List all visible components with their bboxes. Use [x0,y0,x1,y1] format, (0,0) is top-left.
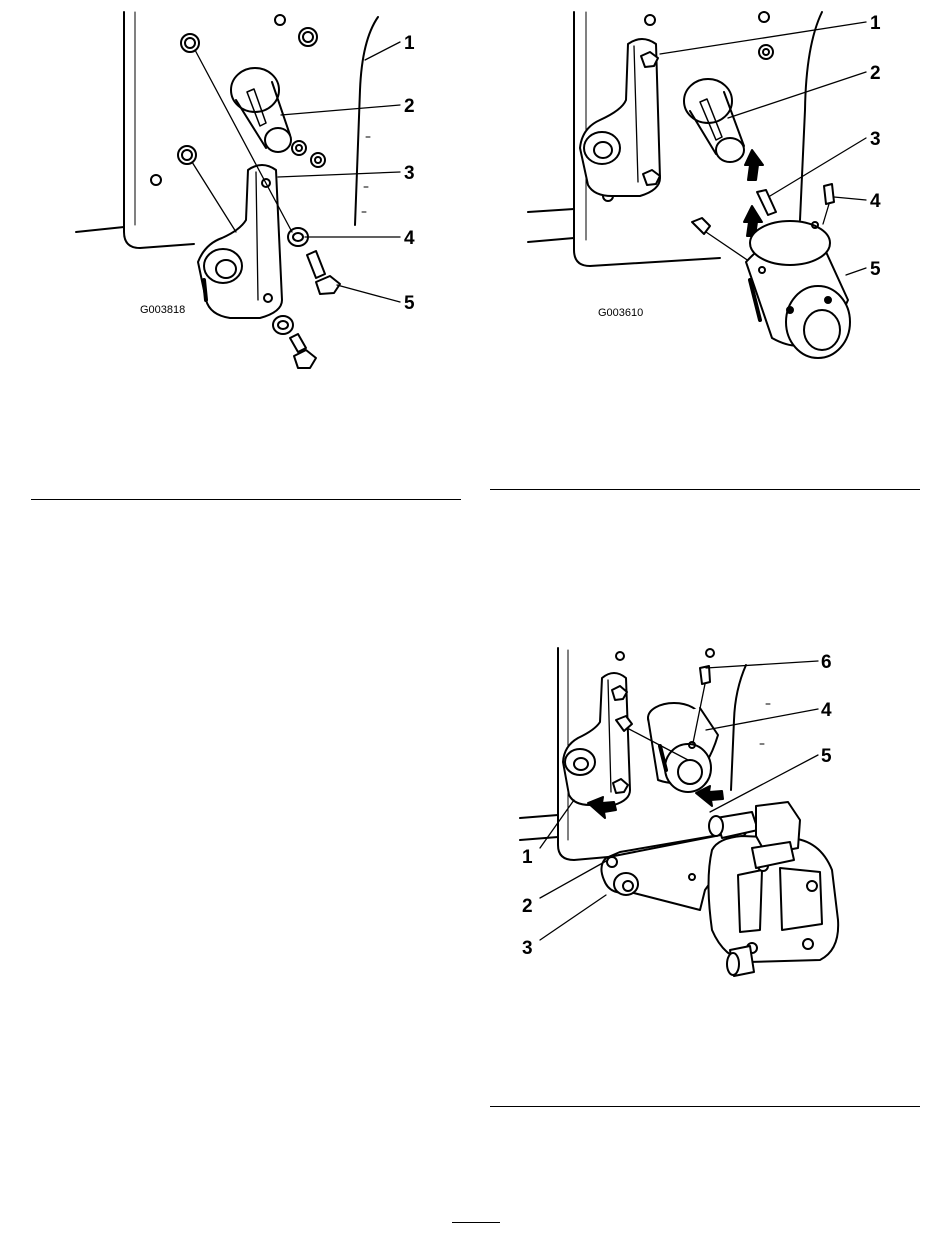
fig3-callout-3: 3 [522,938,533,959]
fig1-callout-5: 5 [404,293,415,314]
fig3-callout-4: 4 [821,700,832,721]
fig2-callout-4: 4 [870,191,881,212]
fig2-callout-2: 2 [870,63,881,84]
divider-left [31,499,461,500]
figure-3: 6 4 5 1 2 3 [520,648,838,976]
fig1-id: G003818 [140,304,185,316]
divider-right-bottom [490,1106,920,1107]
divider-right-top [490,489,920,490]
fig2-callout-1: 1 [870,13,881,34]
figure-1: 1 2 3 4 5 G003818 [76,12,415,368]
figure-2: 1 2 3 4 5 G003610 [528,12,881,358]
fig2-callout-3: 3 [870,129,881,150]
fig1-callout-1: 1 [404,33,415,54]
fig2-callout-5: 5 [870,259,881,280]
fig2-id: G003610 [598,307,643,319]
fig3-callout-2: 2 [522,896,533,917]
fig1-callout-3: 3 [404,163,415,184]
fig3-callout-1: 1 [522,847,533,868]
page-number-rule [452,1222,500,1223]
fig1-callout-2: 2 [404,96,415,117]
fig1-callout-4: 4 [404,228,415,249]
fig3-callout-6: 6 [821,652,832,673]
fig3-callout-5: 5 [821,746,832,767]
